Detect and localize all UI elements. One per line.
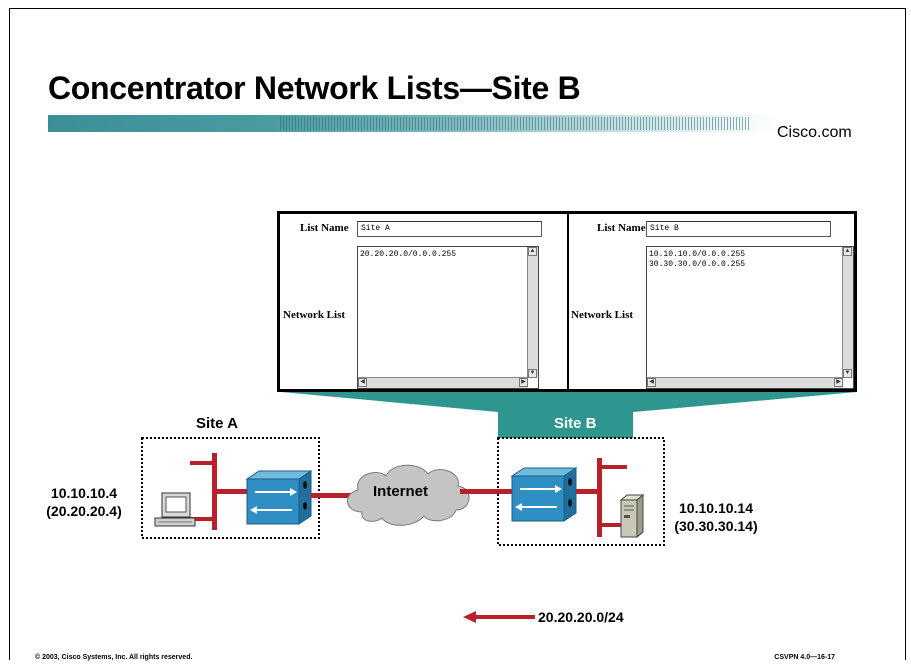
site-b-stub-bottom — [602, 523, 627, 527]
link-internet-b — [460, 489, 512, 494]
list-name-input[interactable]: Site A — [357, 221, 542, 237]
network-list-text: 20.20.20.0/0.0.0.255 — [360, 250, 457, 259]
list-name-input[interactable]: Site B — [646, 221, 831, 237]
network-list-textarea[interactable]: 20.20.20.0/0.0.0.255 ▲ ▼ ◀ ▶ — [357, 246, 539, 389]
horizontal-scrollbar[interactable]: ◀ ▶ — [358, 377, 528, 388]
title-bar-ticks — [280, 117, 750, 130]
network-list-textarea[interactable]: 10.10.10.0/0.0.0.255 30.30.30.0/0.0.0.25… — [646, 246, 854, 389]
scroll-right-icon[interactable]: ▶ — [834, 378, 843, 387]
slide-number-footer: CSVPN 4.0—16-17 — [774, 654, 835, 661]
network-list-label: Network List — [571, 309, 634, 321]
concentrator-b-icon — [510, 467, 578, 522]
host-a-ip: 10.10.10.4 — [50, 485, 118, 501]
slide-title: Concentrator Network Lists—Site B — [48, 70, 581, 106]
host-a-nat: (20.20.20.4) — [46, 503, 122, 519]
host-b-nat: (30.30.30.14) — [674, 518, 758, 534]
site-b-ethernet-bus — [597, 458, 602, 537]
network-list-panels: List Name Site A Network List 20.20.20.0… — [277, 211, 857, 392]
list-name-label: List Name — [597, 222, 646, 234]
scroll-down-icon[interactable]: ▼ — [528, 369, 537, 378]
workstation-icon — [154, 492, 196, 527]
callout-funnel — [281, 392, 857, 412]
server-icon — [619, 493, 645, 539]
network-list-text: 10.10.10.0/0.0.0.255 30.30.30.0/0.0.0.25… — [649, 250, 746, 269]
host-b-address: 10.10.10.14 (30.30.30.14) — [651, 499, 781, 535]
site-b-teal-band — [498, 411, 633, 438]
internet-label: Internet — [373, 483, 429, 500]
site-a-link-concentrator — [217, 489, 247, 494]
panel-site-b: List Name Site B Network List 10.10.10.0… — [569, 214, 854, 389]
site-b-label: Site B — [554, 415, 597, 432]
site-a-stub-top — [190, 461, 217, 465]
host-a-address: 10.10.10.4 (20.20.20.4) — [24, 484, 144, 520]
site-b-link-concentrator — [576, 489, 597, 494]
host-b-ip: 10.10.10.14 — [679, 500, 753, 516]
copyright-footer: © 2003, Cisco Systems, Inc. All rights r… — [35, 654, 193, 661]
route-arrow-icon — [463, 611, 535, 623]
concentrator-a-icon — [245, 470, 313, 525]
slide-frame — [9, 8, 906, 660]
vertical-scrollbar[interactable]: ▲ ▼ — [527, 247, 538, 378]
site-a-label: Site A — [196, 415, 238, 432]
site-a-ethernet-bus — [212, 453, 217, 530]
brand-text: Cisco.com — [777, 124, 852, 141]
scroll-up-icon[interactable]: ▲ — [528, 247, 537, 256]
site-a-box — [141, 437, 320, 539]
scroll-up-icon[interactable]: ▲ — [843, 247, 852, 256]
vertical-scrollbar[interactable]: ▲ ▼ — [842, 247, 853, 378]
internet-cloud-icon — [347, 464, 470, 526]
scroll-right-icon[interactable]: ▶ — [519, 378, 528, 387]
link-a-internet — [311, 493, 356, 498]
site-b-stub-top — [602, 465, 627, 469]
scroll-down-icon[interactable]: ▼ — [843, 369, 852, 378]
scroll-left-icon[interactable]: ◀ — [358, 378, 367, 387]
route-label: 20.20.20.0/24 — [538, 609, 624, 625]
list-name-label: List Name — [300, 222, 349, 234]
panel-site-a: List Name Site A Network List 20.20.20.0… — [280, 214, 569, 389]
site-a-stub-bottom — [190, 517, 217, 521]
horizontal-scrollbar[interactable]: ◀ ▶ — [647, 377, 843, 388]
scroll-left-icon[interactable]: ◀ — [647, 378, 656, 387]
network-list-label: Network List — [283, 309, 346, 321]
